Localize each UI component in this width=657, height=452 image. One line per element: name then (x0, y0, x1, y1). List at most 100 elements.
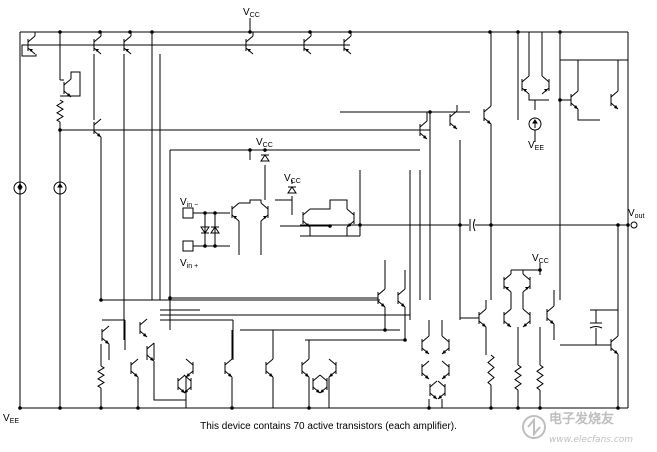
junction-dot (488, 30, 492, 34)
junction-dot (308, 30, 312, 34)
npn-transistor (503, 308, 512, 328)
npn-transistor (183, 374, 192, 394)
junction-dot (58, 30, 62, 34)
junction-dot (516, 30, 520, 34)
npn-transistor (610, 90, 619, 110)
npn-transistor (441, 335, 450, 355)
npn-transistor (397, 288, 406, 308)
vcc-mid2-label: VCC (284, 173, 301, 185)
junction-dot (263, 148, 267, 152)
junction-dot (516, 406, 520, 410)
pnp-transistor (343, 35, 352, 55)
junction-dot (150, 30, 154, 34)
junction-dot (99, 406, 103, 410)
wire (310, 199, 348, 210)
junction-dot (99, 298, 103, 302)
junction-dot (98, 30, 102, 34)
npn-transistor (570, 90, 579, 110)
npn-transistor (546, 305, 555, 325)
junction-dot (427, 406, 431, 410)
junction-dot (489, 406, 493, 410)
npn-transistor (421, 335, 430, 355)
junction-dot (538, 406, 542, 410)
watermark-circle-icon (522, 415, 546, 439)
junction-dot (136, 406, 140, 410)
pnp-transistor (231, 202, 240, 222)
resistor (56, 99, 64, 123)
junction-dot (458, 223, 462, 227)
vcc-right-label: VCC (532, 253, 549, 265)
junction-dot (18, 406, 22, 410)
vin-minus-label: Vin − (180, 197, 198, 209)
vee-right-label: VEE (528, 140, 544, 152)
npn-transistor (101, 325, 110, 345)
npn-transistor (319, 374, 328, 394)
wire (577, 109, 600, 121)
npn-transistor (301, 358, 310, 378)
pnp-transistor (503, 273, 512, 293)
junction-dot (18, 186, 22, 190)
junction-dot (428, 110, 432, 114)
pnp-transistor (123, 35, 132, 55)
npn-transistor (419, 120, 428, 140)
wire (60, 71, 81, 97)
wire (528, 94, 549, 101)
capacitor (589, 322, 603, 329)
watermark-brand: 电子发烧友 (549, 411, 614, 427)
npn-transistor (177, 374, 186, 394)
schematic-components (13, 30, 638, 410)
npn-transistor (265, 358, 274, 378)
junction-dot (307, 406, 311, 410)
npn-transistor (63, 78, 72, 98)
npn-transistor (437, 380, 446, 400)
npn-transistor (224, 358, 233, 378)
wire (21, 44, 37, 57)
pnp-transistor (27, 35, 36, 55)
npn-transistor (312, 374, 321, 394)
npn-transistor (93, 118, 102, 138)
pnp-transistor (245, 35, 254, 55)
junction-dot (328, 224, 332, 228)
junction-dot (616, 223, 620, 227)
npn-transistor (522, 308, 531, 328)
watermark-bolt-icon (527, 417, 541, 437)
caption: This device contains 70 active transisto… (200, 421, 457, 432)
junction-dot (626, 223, 630, 227)
junction-dot (203, 244, 207, 248)
watermark-logo: 电子发烧友 www.elecfans.com (522, 411, 633, 445)
junction-dot (58, 406, 62, 410)
junction-dot (489, 223, 493, 227)
junction-dot (616, 406, 620, 410)
junction-dot (168, 296, 172, 300)
resistor (536, 364, 544, 391)
capacitor (469, 218, 476, 232)
current-source (528, 117, 542, 131)
junction-dot (58, 128, 62, 132)
junction-dot (213, 244, 217, 248)
current-source (53, 181, 67, 195)
diode (210, 226, 220, 234)
pnp-transistor (522, 273, 531, 293)
npn-transistor (483, 105, 492, 125)
junction-dot (248, 148, 252, 152)
resistor (487, 354, 495, 386)
npn-transistor (328, 358, 337, 378)
junction-dot (403, 338, 407, 342)
junction-dot (203, 211, 207, 215)
wire (239, 199, 262, 204)
vout-terminal (630, 221, 638, 229)
npn-transistor (478, 308, 487, 328)
npn-transistor (302, 208, 311, 228)
resistor (514, 364, 522, 391)
npn-transistor (185, 358, 194, 378)
input-pin (182, 207, 194, 219)
npn-transistor (377, 288, 386, 308)
diode (260, 154, 270, 162)
npn-transistor (130, 358, 139, 378)
pnp-transistor (521, 75, 530, 95)
npn-transistor (421, 360, 430, 380)
junction-dot (248, 30, 252, 34)
junction-dot (213, 211, 217, 215)
pnp-transistor (93, 35, 102, 55)
